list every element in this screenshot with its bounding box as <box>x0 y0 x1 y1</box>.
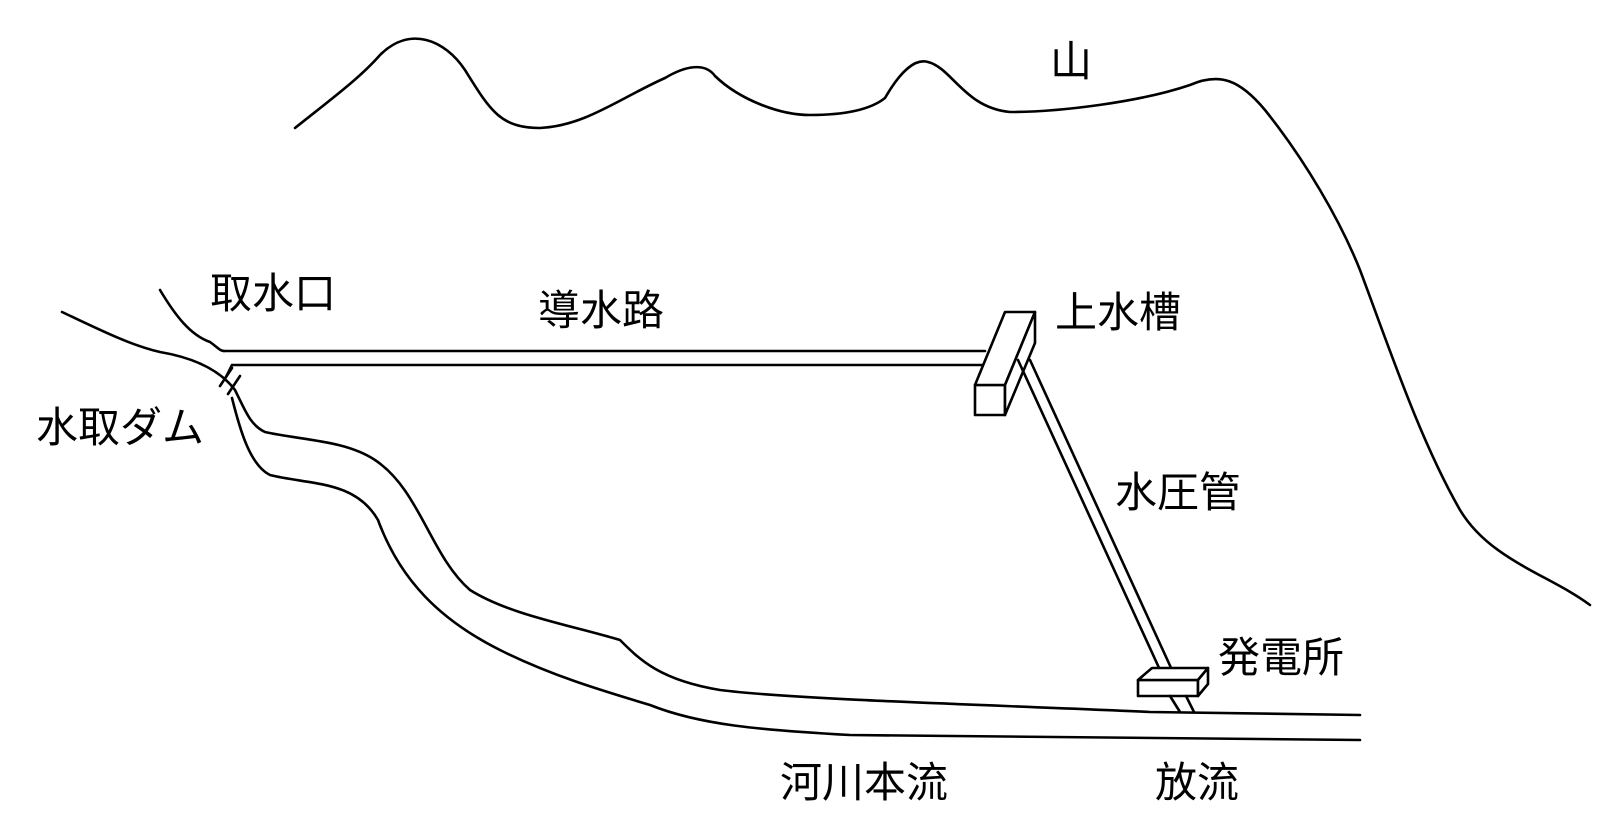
label-mountain: 山 <box>1050 37 1092 86</box>
headrace-channel <box>222 349 987 379</box>
label-discharge: 放流 <box>1155 758 1239 807</box>
penstock-pipe <box>1016 358 1174 672</box>
river-bank-upper <box>60 310 1362 717</box>
discharge-channel <box>1168 694 1196 714</box>
label-intake-dam: 水取ダム <box>36 403 204 452</box>
tributary-line <box>158 288 226 353</box>
head-tank <box>973 310 1037 417</box>
label-power-station: 発電所 <box>1218 633 1344 682</box>
label-headrace: 導水路 <box>538 286 664 335</box>
label-intake: 取水口 <box>210 269 336 318</box>
power-station <box>1136 666 1210 698</box>
label-head-tank: 上水槽 <box>1055 288 1181 337</box>
river-bank-lower <box>230 396 1362 742</box>
label-penstock: 水圧管 <box>1115 468 1241 517</box>
mountain-ridge <box>293 37 1592 607</box>
label-main-river: 河川本流 <box>780 758 948 807</box>
